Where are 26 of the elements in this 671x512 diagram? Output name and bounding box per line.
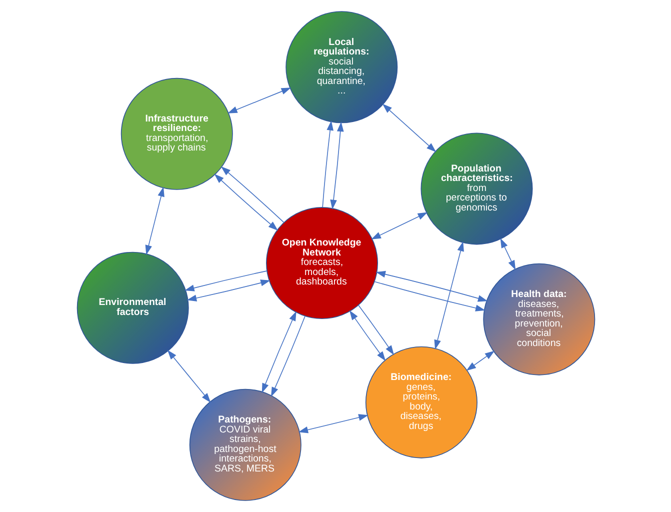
arrow <box>184 270 267 292</box>
arrow <box>270 316 305 397</box>
arrow <box>434 241 464 350</box>
arrow <box>186 280 270 302</box>
arrow <box>144 186 164 255</box>
arrow <box>166 350 210 403</box>
arrow <box>382 104 436 152</box>
arrow <box>261 311 296 394</box>
arrow <box>348 310 386 362</box>
arrow <box>466 350 494 371</box>
arrow <box>375 270 488 302</box>
arrow <box>214 174 278 231</box>
node-circle: Population characteristics: from perceptions to genomics <box>420 132 532 245</box>
node-circle: Pathogens: COVID viral strains, pathogen-host interactions, SARS, MERS <box>188 388 301 501</box>
arrow <box>374 281 485 312</box>
arrow <box>330 122 344 210</box>
arrow <box>500 238 516 270</box>
arrow <box>370 212 428 240</box>
arrow <box>220 166 284 223</box>
node-circle: Infrastructure resilience: transportation, supply chains <box>120 78 232 190</box>
node-circle: Environmental factors <box>76 252 188 364</box>
arrow <box>322 120 333 208</box>
arrow <box>298 414 368 434</box>
arrow <box>227 88 291 114</box>
node-circle: Local regulations: social distancing, quarantine, ... <box>285 11 398 124</box>
arrow <box>358 304 394 356</box>
